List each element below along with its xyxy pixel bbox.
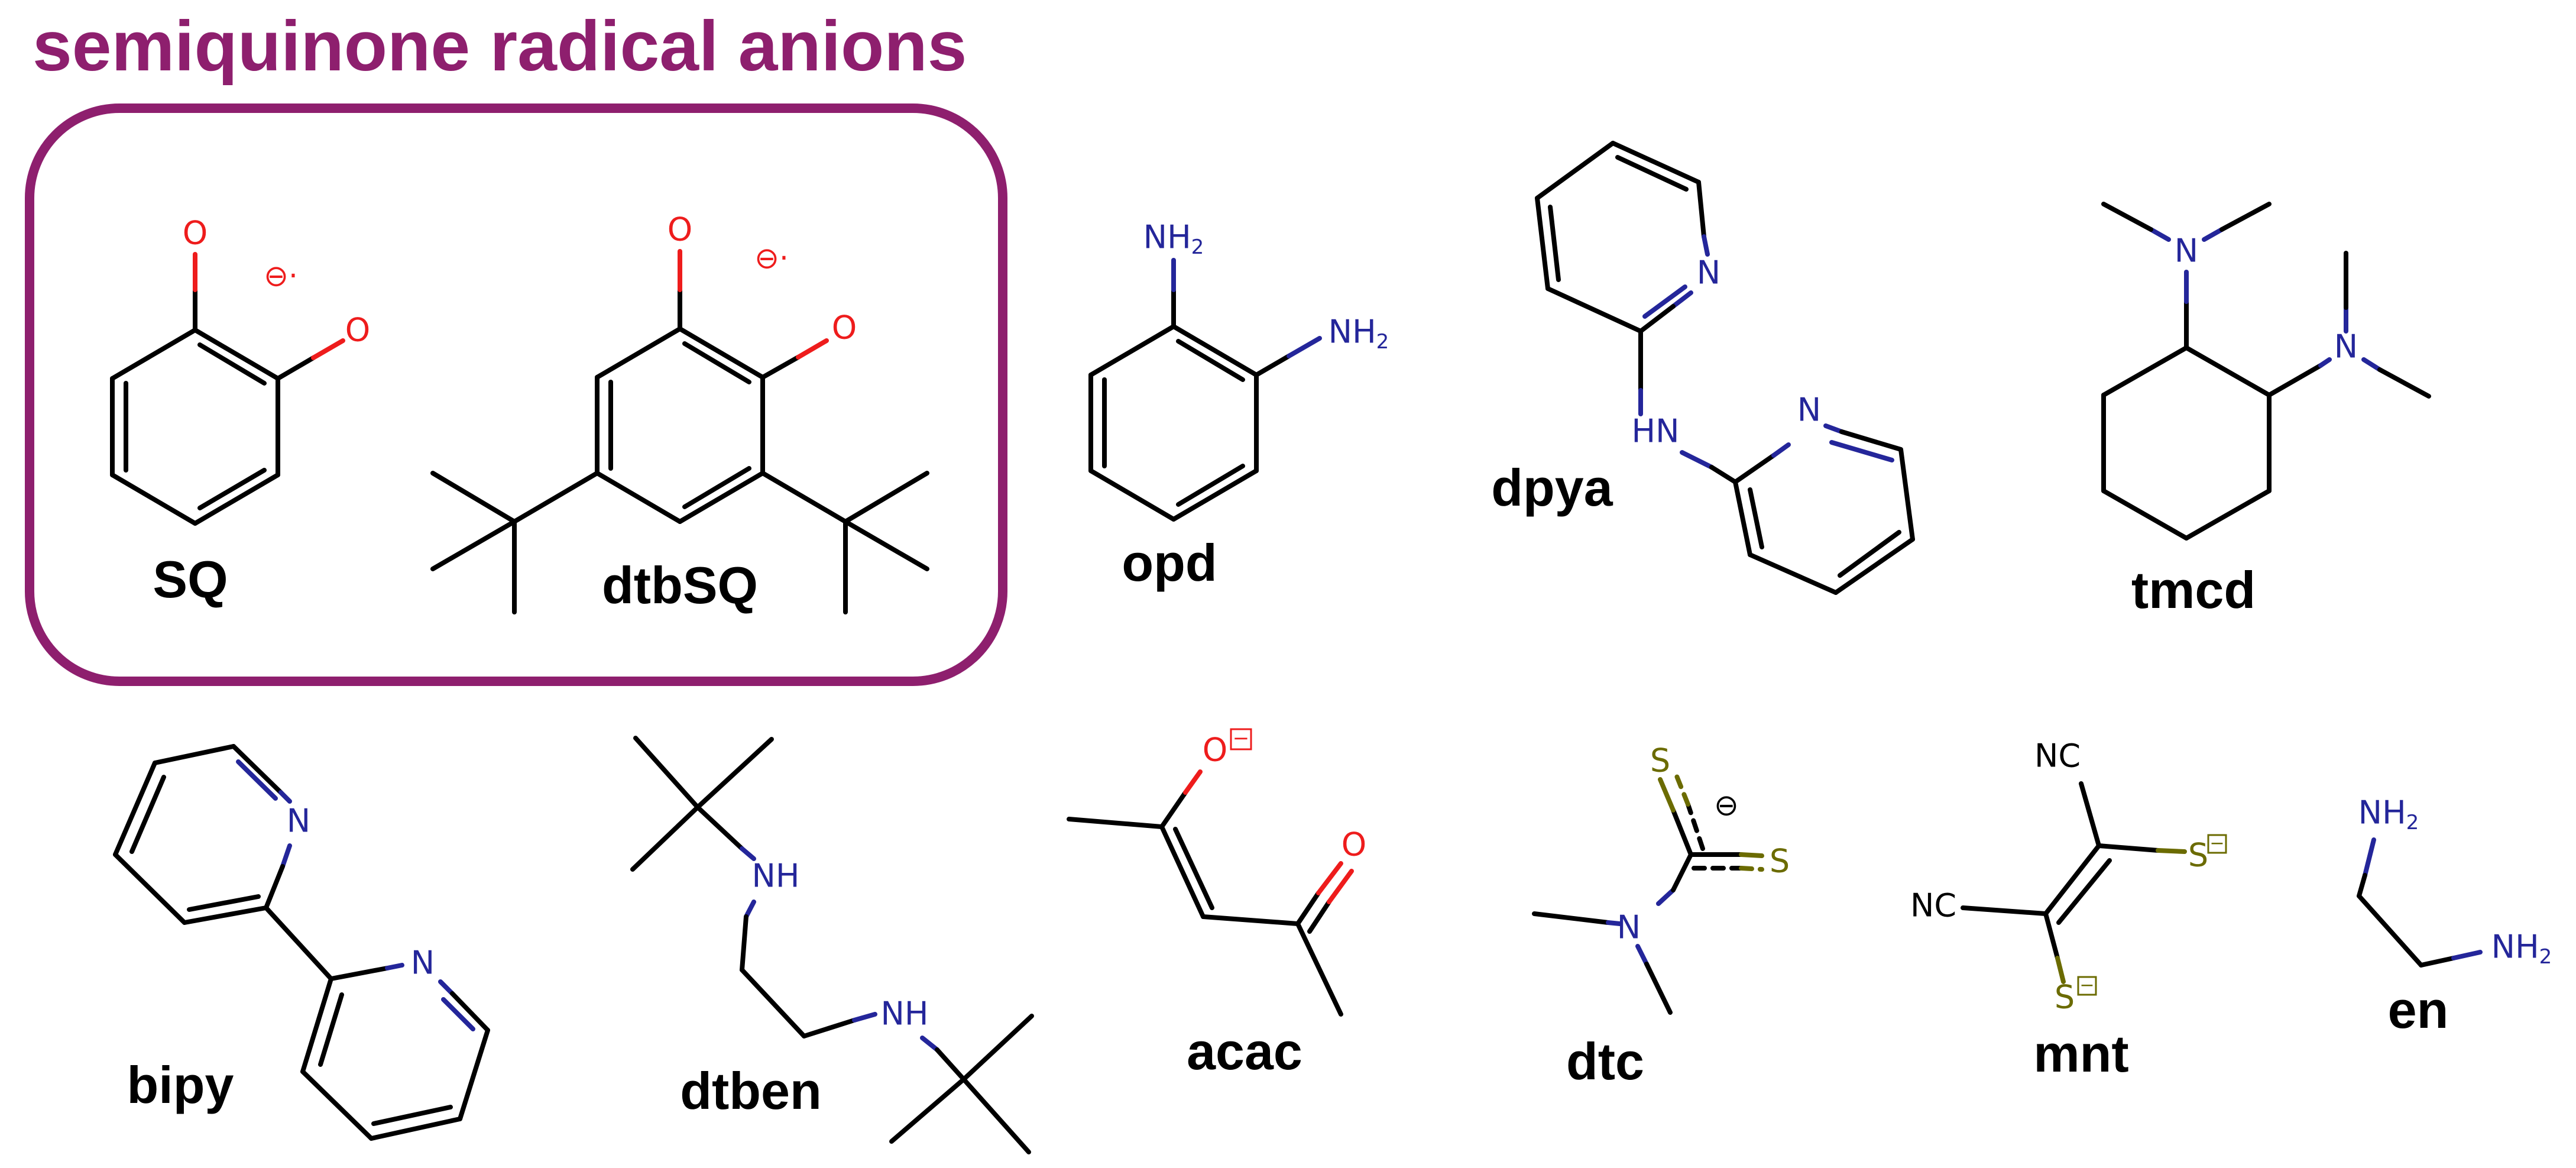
bonds-mnt xyxy=(1961,781,2187,984)
structure-dtc xyxy=(1532,772,1764,1015)
structure-sq xyxy=(110,252,345,526)
bonds-dtbsq xyxy=(430,249,929,614)
atom-nh2: NH2 xyxy=(1328,313,1389,354)
bonds-dpya xyxy=(1535,141,1915,595)
negative-charge: ⊖ xyxy=(1714,788,1739,823)
atom-o: O xyxy=(183,215,208,252)
radical-anion-charge: ⊖· xyxy=(264,259,298,293)
bonds-opd xyxy=(1088,258,1322,522)
atom-n: N xyxy=(411,944,435,982)
bonds-dtben xyxy=(630,736,1034,1154)
atom-s: S xyxy=(1650,742,1670,779)
negative-charge: − xyxy=(1233,727,1250,750)
structure-dpya xyxy=(1535,141,1915,595)
radical-anion-charge: ⊖· xyxy=(754,241,789,276)
structure-bipy xyxy=(113,744,490,1141)
atom-nc: NC xyxy=(1910,887,1956,924)
atom-nh: NH xyxy=(881,995,929,1033)
atom-o: O xyxy=(1203,732,1228,769)
negative-charge: − xyxy=(2209,833,2224,854)
atom-n: N xyxy=(2175,232,2198,270)
bonds-tmcd xyxy=(2101,202,2431,541)
atom-s: S xyxy=(2188,837,2208,874)
bonds-acac xyxy=(1067,769,1354,1017)
structure-tmcd xyxy=(2101,202,2431,541)
atom-nh2: NH2 xyxy=(2491,928,2552,969)
atom-n: N xyxy=(1797,392,1821,429)
atom-labels: O O ⊖· O O ⊖· NH2 NH2 N HN N N N N N NH … xyxy=(183,211,2552,1033)
label-en: en xyxy=(2388,981,2449,1039)
label-dpya: dpya xyxy=(1491,458,1613,517)
structure-mnt xyxy=(1961,781,2187,984)
label-bipy: bipy xyxy=(127,1056,234,1114)
label-acac: acac xyxy=(1187,1022,1302,1080)
charge-box xyxy=(1230,728,1252,750)
label-tmcd: tmcd xyxy=(2131,561,2256,619)
charge-box xyxy=(2077,976,2097,996)
label-opd: opd xyxy=(1122,533,1217,592)
group-title: semiquinone radical anions xyxy=(33,7,967,86)
bonds-dtc xyxy=(1532,772,1764,1015)
atom-nh2: NH2 xyxy=(1143,219,1204,259)
structure-dtbsq xyxy=(430,249,929,614)
atom-n: N xyxy=(287,803,310,840)
label-mnt: mnt xyxy=(2033,1024,2128,1083)
bonds-sq xyxy=(110,252,345,526)
atom-n: N xyxy=(1697,254,1720,292)
atom-o: O xyxy=(668,211,693,248)
bonds-en xyxy=(2357,837,2483,968)
atom-nh2: NH2 xyxy=(2358,794,2419,834)
atom-s: S xyxy=(1770,843,1790,880)
atom-n: N xyxy=(1617,909,1641,946)
atom-o: O xyxy=(345,312,371,349)
bonds-bipy xyxy=(113,744,490,1141)
semiquinone-group-box xyxy=(25,103,1007,686)
structure-opd xyxy=(1088,258,1322,522)
structure-acac xyxy=(1067,769,1354,1017)
label-sq: SQ xyxy=(153,550,228,609)
atom-hn: HN xyxy=(1632,413,1680,450)
atom-nh: NH xyxy=(752,858,800,895)
structure-dtben xyxy=(630,736,1034,1154)
structure-en xyxy=(2357,837,2483,968)
atom-s: S xyxy=(2055,979,2075,1016)
label-dtben: dtben xyxy=(680,1062,822,1120)
negative-charge: − xyxy=(2079,975,2094,996)
charge-box xyxy=(2207,834,2227,854)
atom-n: N xyxy=(2334,328,2358,365)
atom-o: O xyxy=(832,309,857,347)
label-dtbsq: dtbSQ xyxy=(602,556,758,614)
atom-nc: NC xyxy=(2034,737,2081,775)
label-dtc: dtc xyxy=(1566,1032,1644,1091)
atom-o: O xyxy=(1342,826,1367,863)
molecule-labels: SQ dtbSQ opd dpya tmcd bipy dtben acac d… xyxy=(127,458,2449,1120)
